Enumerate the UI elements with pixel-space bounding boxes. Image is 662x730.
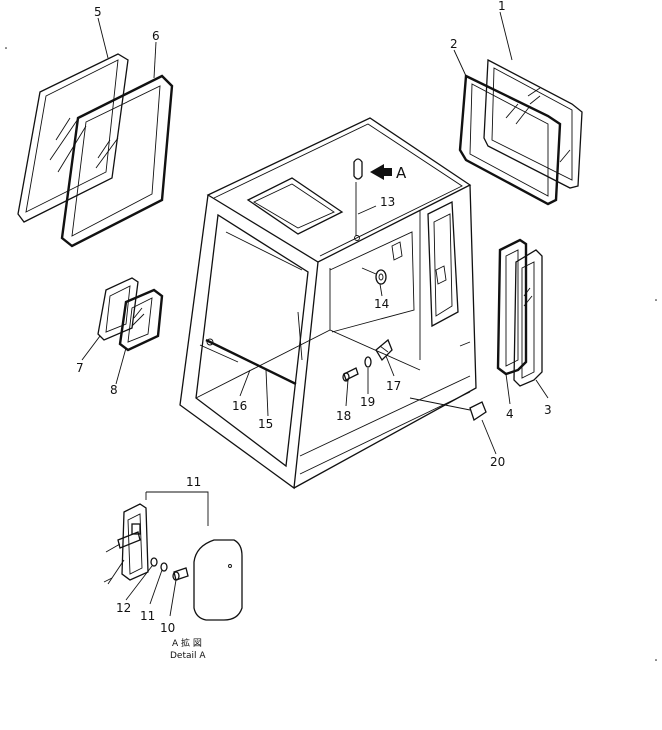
callout-12: 12 (116, 601, 131, 615)
view-a-arrow (370, 164, 392, 180)
callout-3: 3 (544, 403, 552, 417)
callout-11-top: 11 (186, 475, 201, 489)
callout-16: 16 (232, 399, 247, 413)
callout-4: 4 (506, 407, 514, 421)
glass-7 (97, 277, 139, 341)
detail-a-assembly (103, 491, 243, 621)
cab-body (179, 117, 477, 490)
gasket-8 (118, 288, 164, 352)
part-20-plate (409, 397, 487, 422)
callout-14: 14 (374, 297, 389, 311)
callout-11-bottom: 11 (140, 609, 155, 623)
callout-2: 2 (450, 37, 458, 51)
glass-1 (483, 58, 583, 189)
callout-15: 15 (258, 417, 273, 431)
callout-8: 8 (110, 383, 118, 397)
callout-13: 13 (380, 195, 395, 209)
detail-caption-line2: Detail A (170, 651, 206, 661)
part-17-cap (375, 338, 393, 362)
leader-lines (81, 11, 549, 617)
callout-18: 18 (336, 409, 351, 423)
gasket-2 (458, 74, 562, 206)
glass-5 (17, 53, 129, 223)
callout-5: 5 (94, 5, 102, 19)
callout-6: 6 (152, 29, 160, 43)
view-marker-a: A (396, 164, 407, 182)
callout-19: 19 (360, 395, 375, 409)
callout-7: 7 (76, 361, 84, 375)
glass-3 (513, 249, 543, 387)
detail-caption-line1: A 拡 図 (172, 637, 202, 649)
callout-10: 10 (160, 621, 175, 635)
gasket-6 (60, 74, 174, 248)
part-13-fitting (353, 158, 363, 241)
callout-20: 20 (490, 455, 505, 469)
callout-17: 17 (386, 379, 401, 393)
part-14-grommet (361, 267, 387, 285)
part-18-bolt (342, 367, 359, 382)
part-19-washer (364, 356, 372, 368)
callout-1: 1 (498, 0, 506, 13)
